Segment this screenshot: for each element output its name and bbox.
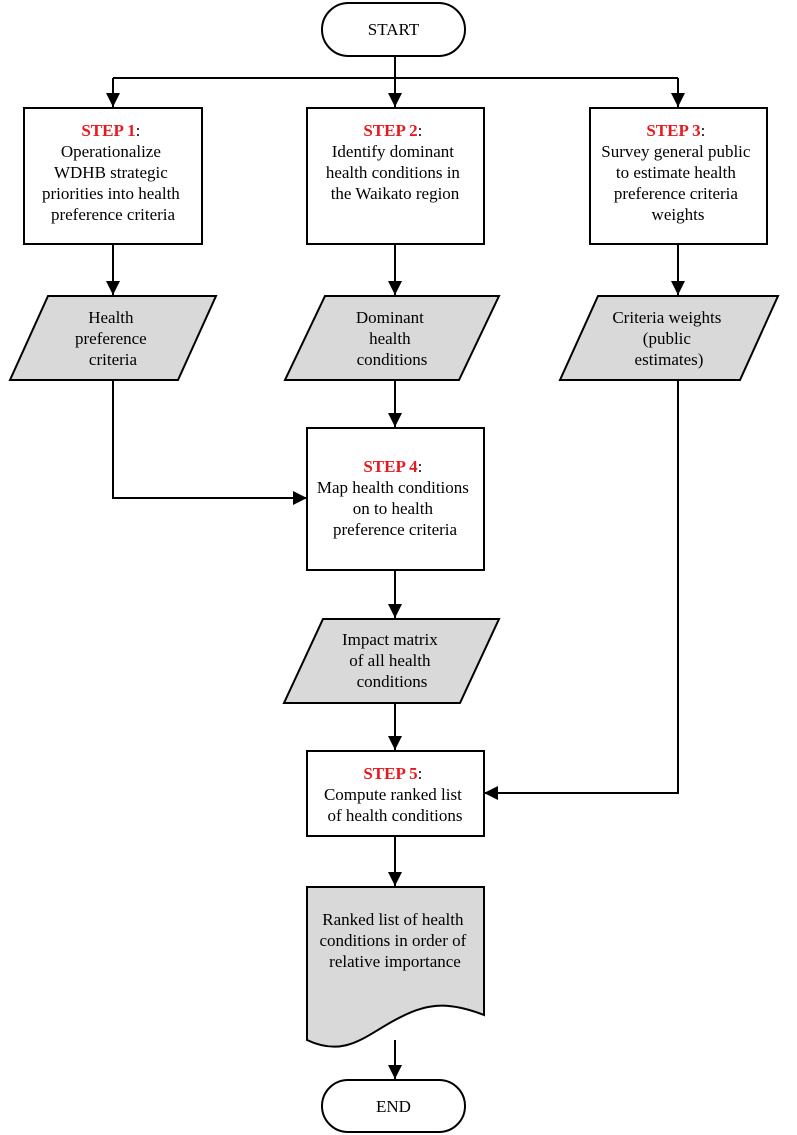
connector-data-3-to-step-5 — [484, 380, 679, 800]
connectors — [106, 56, 685, 1079]
data-item-2-line-3: conditions — [357, 350, 428, 369]
step-1-line-1: Operationalize — [61, 142, 161, 161]
output-document-shape — [306, 886, 485, 1048]
step-1-colon: : — [136, 121, 141, 140]
step-5-box: STEP 5: Compute ranked list of health co… — [306, 750, 485, 837]
data-item-1-text: Health preference criteria — [75, 308, 151, 369]
step-3-line-4: weights — [652, 205, 705, 224]
step-2-colon: : — [418, 121, 423, 140]
data-item-1-shape — [8, 295, 218, 381]
output-document: Ranked list of health conditions in orde… — [306, 886, 485, 1048]
step-3-box: STEP 3: Survey general public to estimat… — [589, 107, 768, 245]
data-item-3-text: Criteria weights (public estimates) — [612, 308, 725, 369]
step-4-label: STEP 4 — [363, 457, 418, 476]
step-4-box: STEP 4: Map health conditions on to heal… — [306, 427, 485, 571]
step-5-shape — [306, 750, 485, 837]
step-2-line-1: Identify dominant — [332, 142, 455, 161]
data-item-4-line-2: of all health — [349, 651, 431, 670]
step-2-box: STEP 2: Identify dominant health conditi… — [306, 107, 485, 245]
step-2-line-3: the Waikato region — [331, 184, 460, 203]
step-1-text: STEP 1: Operationalize WDHB strategic pr… — [42, 121, 184, 224]
end-terminal-label: END — [376, 1097, 411, 1116]
step-4-line-3: preference criteria — [333, 520, 458, 539]
data-item-3-line-3: estimates) — [635, 350, 704, 369]
step-3-label: STEP 3 — [646, 121, 700, 140]
data-item-2-line-2: health — [369, 329, 411, 348]
step-1-shape — [23, 107, 203, 245]
output-document-line-2: conditions in order of — [319, 931, 466, 950]
data-item-4-line-1: Impact matrix — [342, 630, 438, 649]
data-item-3-shape — [558, 295, 780, 381]
data-item-3-line-2: (public — [643, 329, 692, 348]
data-item-2-shape — [283, 295, 501, 381]
step-5-line-2: of health conditions — [327, 806, 462, 825]
step-1-line-2: WDHB strategic — [54, 163, 168, 182]
connector-data-1-to-step-4 — [112, 380, 307, 505]
output-document-line-3: relative importance — [329, 952, 461, 971]
data-item-4-text: Impact matrix of all health conditions — [342, 630, 442, 691]
data-item-1-line-3: criteria — [89, 350, 138, 369]
step-1-line-3: priorities into health — [42, 184, 180, 203]
data-item-4: Impact matrix of all health conditions — [282, 618, 501, 704]
step-2-line-2: health conditions in — [326, 163, 461, 182]
step-4-line-2: on to health — [353, 499, 434, 518]
step-4-text: STEP 4: Map health conditions on to heal… — [317, 457, 473, 539]
start-terminal-shape — [321, 2, 466, 57]
step-1-line-4: preference criteria — [51, 205, 176, 224]
step-3-line-1: Survey general public — [601, 142, 751, 161]
step-5-label: STEP 5 — [363, 764, 417, 783]
step-3-text: STEP 3: Survey general public to estimat… — [601, 121, 754, 224]
data-item-3-line-1: Criteria weights — [612, 308, 721, 327]
data-item-2: Dominant health conditions — [283, 295, 501, 381]
step-4-line-1: Map health conditions — [317, 478, 469, 497]
data-item-2-line-1: Dominant — [356, 308, 424, 327]
data-item-1-line-1: Health — [88, 308, 134, 327]
data-item-1-line-2: preference — [75, 329, 147, 348]
step-5-text: STEP 5: Compute ranked list of health co… — [324, 764, 466, 825]
end-terminal-shape — [321, 1079, 466, 1133]
step-1-label: STEP 1 — [81, 121, 135, 140]
step-4-colon: : — [418, 457, 423, 476]
step-2-label: STEP 2 — [363, 121, 417, 140]
data-item-1: Health preference criteria — [8, 295, 218, 381]
data-item-3: Criteria weights (public estimates) — [558, 295, 780, 381]
data-item-2-text: Dominant health conditions — [356, 308, 428, 369]
step-3-line-2: to estimate health — [616, 163, 736, 182]
output-document-text: Ranked list of health conditions in orde… — [319, 910, 470, 971]
data-item-4-shape — [282, 618, 501, 704]
end-terminal: END — [321, 1079, 466, 1133]
step-1-box: STEP 1: Operationalize WDHB strategic pr… — [23, 107, 203, 245]
step-2-shape — [306, 107, 485, 245]
step-3-colon: : — [701, 121, 706, 140]
step-4-shape — [306, 427, 485, 571]
output-document-line-1: Ranked list of health — [322, 910, 464, 929]
step-3-shape — [589, 107, 768, 245]
step-5-colon: : — [418, 764, 423, 783]
data-item-4-line-3: conditions — [357, 672, 428, 691]
start-terminal-label: START — [368, 20, 420, 39]
step-2-text: STEP 2: Identify dominant health conditi… — [326, 121, 464, 203]
step-5-line-1: Compute ranked list — [324, 785, 462, 804]
step-3-line-3: preference criteria — [614, 184, 739, 203]
start-terminal: START — [321, 2, 466, 57]
